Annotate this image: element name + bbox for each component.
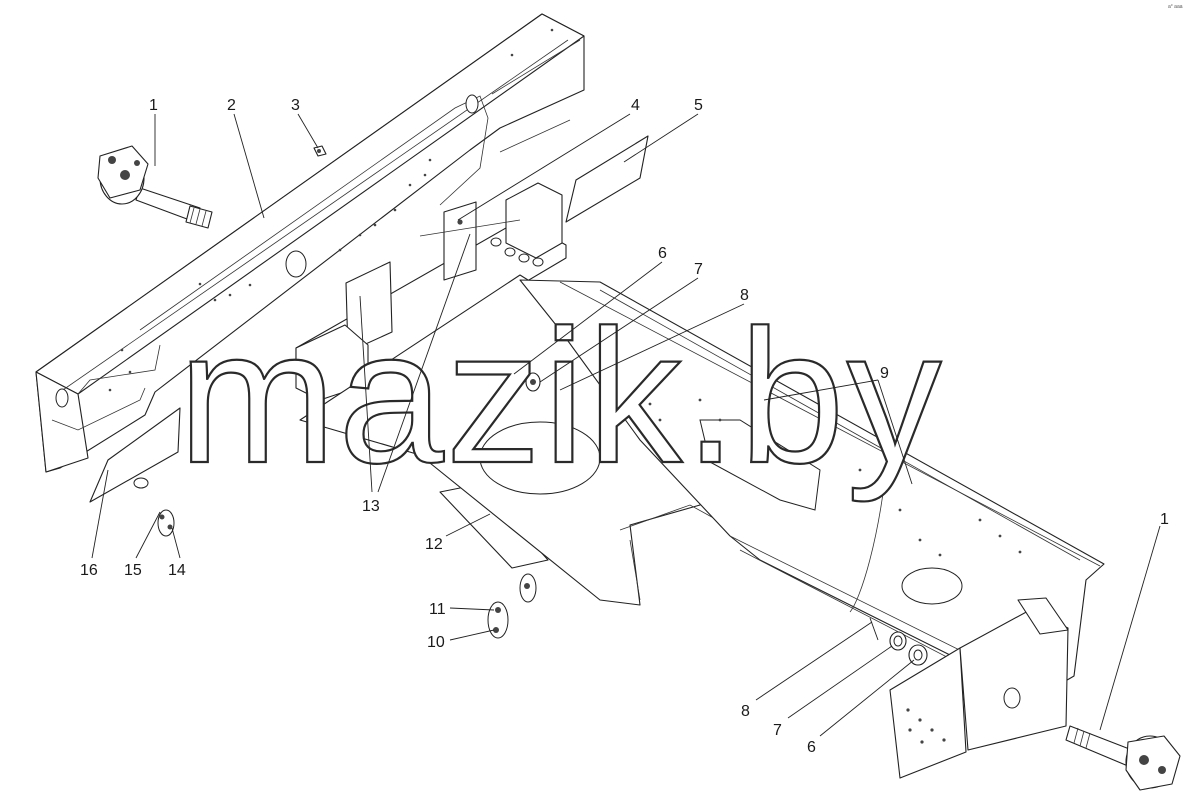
callout-labels: 1 2 3 4 5 6 7 8 9 13 12 16 15 14 11 10 1… — [80, 97, 1169, 756]
bolt-part-15-14 — [157, 509, 175, 537]
callout-15: 15 — [124, 562, 142, 579]
callout-12: 12 — [425, 536, 443, 553]
callout-1-lower: 1 — [1160, 511, 1169, 528]
callout-7-upper: 7 — [694, 261, 703, 278]
bolt-part-3 — [313, 145, 327, 157]
upper-beam-part-2 — [35, 13, 585, 473]
callout-11: 11 — [429, 601, 446, 618]
callout-5: 5 — [694, 97, 703, 114]
callout-10: 10 — [427, 634, 445, 651]
watermark-text: mazik.by — [178, 291, 944, 503]
callout-2: 2 — [227, 97, 236, 114]
callout-1-upper: 1 — [149, 97, 158, 114]
rear-box-bracket — [889, 597, 1069, 779]
leader-lines — [91, 113, 1161, 737]
callout-8-lower: 8 — [741, 703, 750, 720]
callout-6-lower: 6 — [807, 739, 816, 756]
tow-hook-part-1-lower — [1065, 725, 1181, 791]
plate-part-5 — [565, 135, 649, 223]
callout-9: 9 — [880, 365, 889, 382]
callout-14: 14 — [168, 562, 186, 579]
callout-6-upper: 6 — [658, 245, 667, 262]
tow-hook-part-1-upper — [97, 145, 213, 229]
callout-7-lower: 7 — [773, 722, 782, 739]
callout-16: 16 — [80, 562, 98, 579]
corner-mark: a° aaa — [1168, 4, 1183, 10]
callout-4: 4 — [631, 97, 640, 114]
bolt-parts-10-11 — [487, 573, 537, 639]
callout-13: 13 — [362, 498, 380, 515]
plate-part-16 — [89, 407, 181, 503]
callout-3: 3 — [291, 97, 300, 114]
callout-8-upper: 8 — [740, 287, 749, 304]
